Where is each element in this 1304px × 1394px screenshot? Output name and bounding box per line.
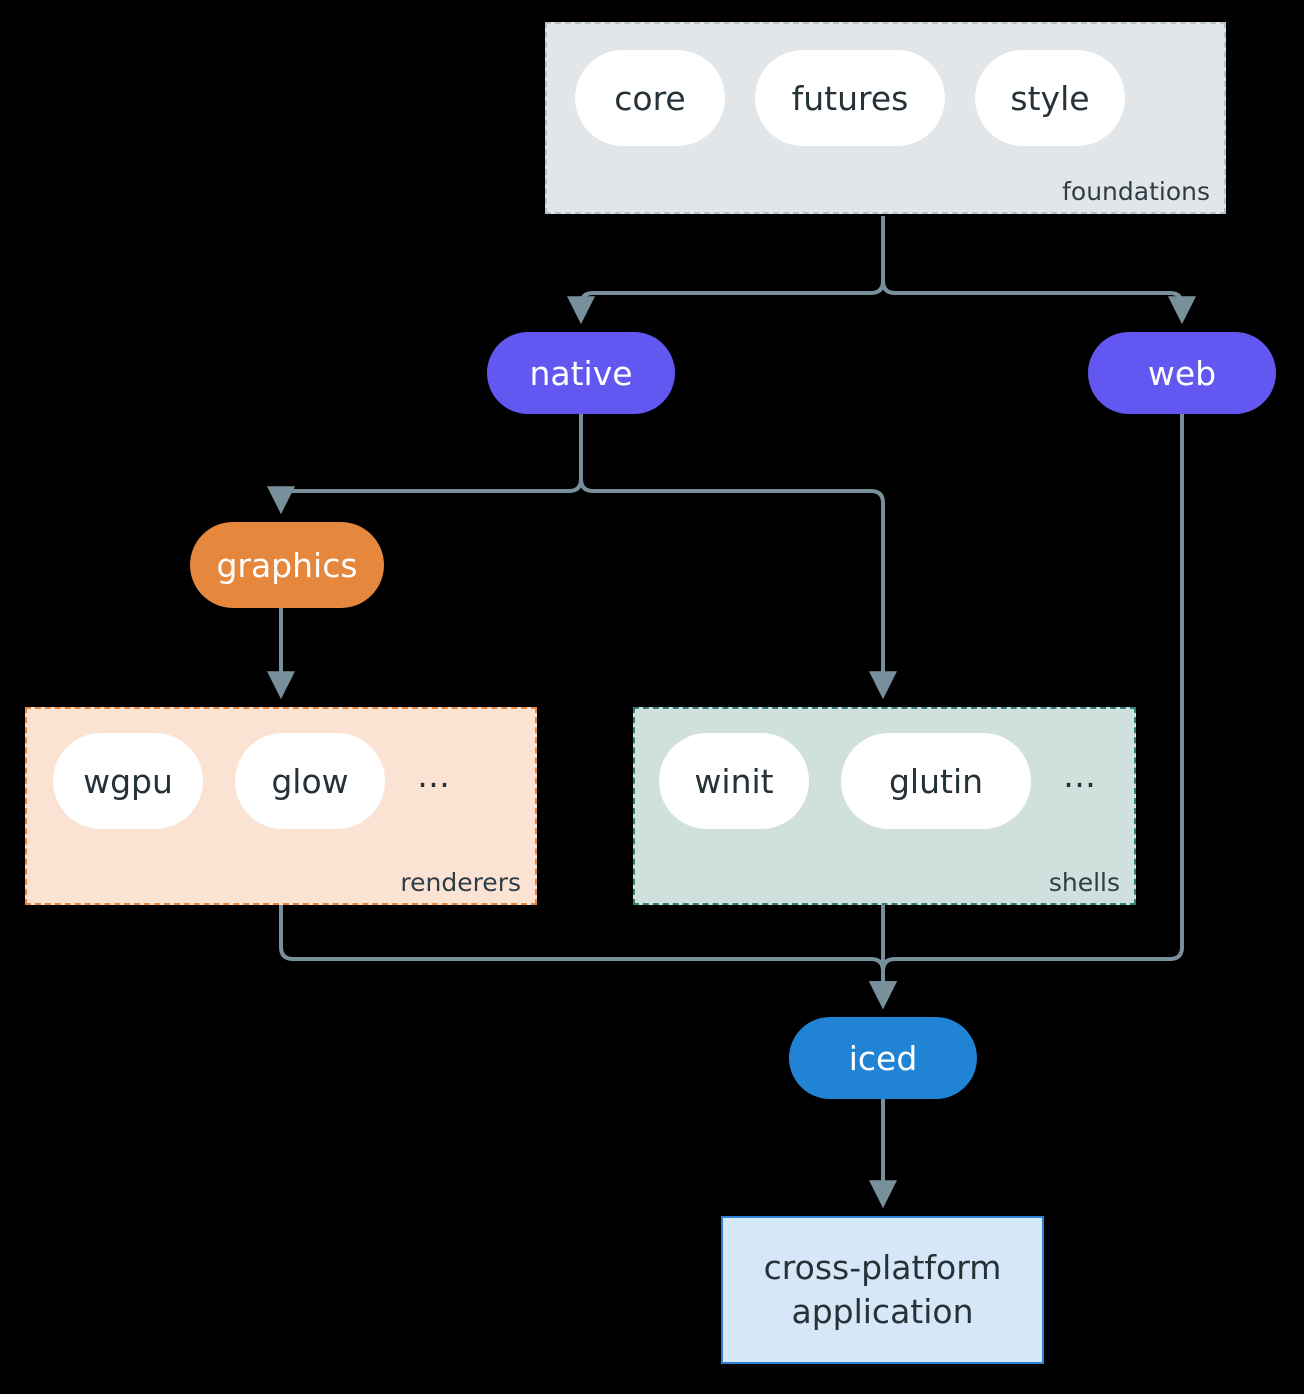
- cluster-foundations-label: foundations: [1062, 177, 1210, 206]
- node-winit[interactable]: winit: [659, 733, 809, 829]
- edge-native-graphics: [267, 414, 583, 515]
- cluster-renderers: wgpu glow … renderers: [25, 707, 537, 905]
- node-web[interactable]: web: [1088, 332, 1276, 414]
- edge-native-shells: [579, 414, 897, 700]
- node-iced[interactable]: iced: [789, 1017, 977, 1099]
- node-glow[interactable]: glow: [235, 733, 385, 829]
- node-glutin[interactable]: glutin: [841, 733, 1031, 829]
- application-line-2: application: [791, 1292, 974, 1331]
- edge-foundations-native: [567, 216, 885, 325]
- cluster-foundations: core futures style foundations: [545, 22, 1226, 214]
- node-style[interactable]: style: [975, 50, 1125, 146]
- application-line-1: cross-platform: [763, 1248, 1002, 1288]
- node-wgpu[interactable]: wgpu: [53, 733, 203, 829]
- node-core[interactable]: core: [575, 50, 725, 146]
- shells-more-ellipsis: …: [1063, 755, 1098, 795]
- renderers-more-ellipsis: …: [417, 755, 452, 795]
- node-graphics[interactable]: graphics: [190, 522, 384, 608]
- node-native[interactable]: native: [487, 332, 675, 414]
- node-cross-platform-application[interactable]: cross-platform application: [721, 1216, 1044, 1364]
- cluster-renderers-label: renderers: [400, 868, 521, 897]
- cluster-foundations-items: core futures style: [547, 24, 1252, 146]
- edge-foundations-web: [881, 216, 1196, 325]
- cluster-renderers-items: wgpu glow …: [27, 709, 561, 829]
- edge-renderers-iced: [279, 905, 897, 1010]
- cluster-shells-label: shells: [1048, 868, 1120, 897]
- cluster-shells: winit glutin … shells: [633, 707, 1136, 905]
- cluster-shells-items: winit glutin …: [635, 709, 1158, 829]
- node-futures[interactable]: futures: [755, 50, 945, 146]
